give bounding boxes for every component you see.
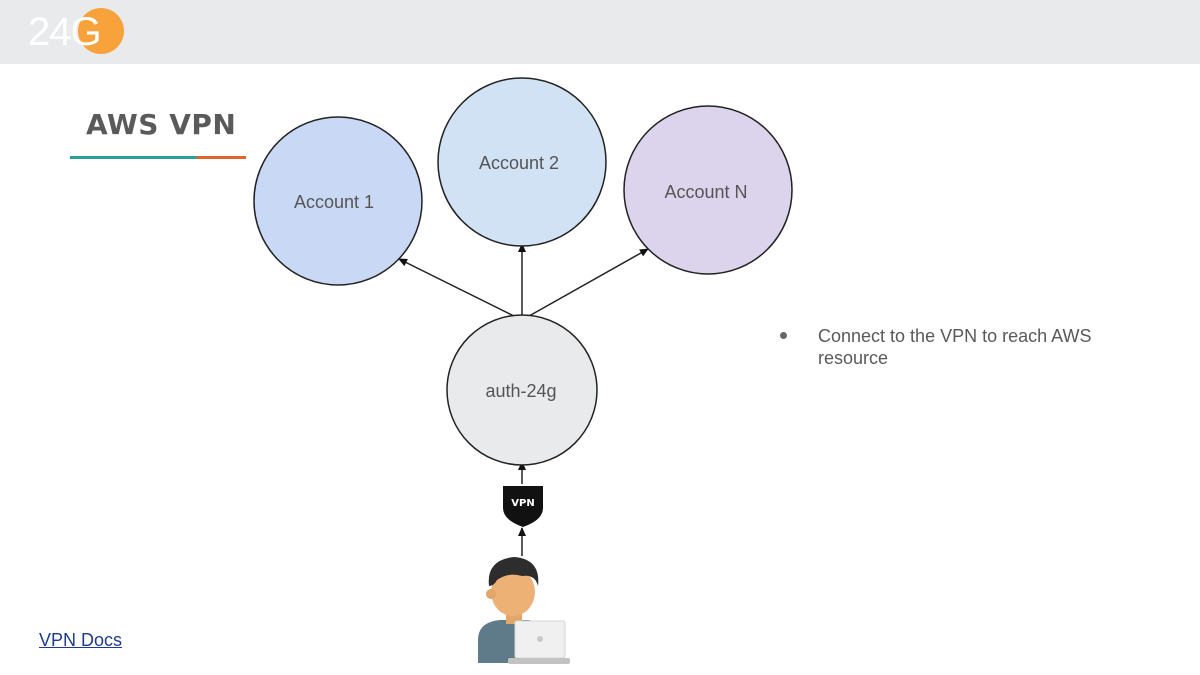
node-account-n: Account N xyxy=(623,105,793,275)
account-n-label: Account N xyxy=(664,182,747,202)
bullet-list: Connect to the VPN to reach AWS resource xyxy=(780,325,1110,369)
edge-auth-to-account-n xyxy=(521,248,649,321)
company-logo: 24G xyxy=(28,4,128,56)
node-account-2: Account 2 xyxy=(437,77,607,247)
bullet-dot xyxy=(780,332,787,339)
user-face xyxy=(491,568,535,616)
shield-label: VPN xyxy=(511,498,534,509)
user-hair xyxy=(488,557,539,586)
edge-auth-to-account-1 xyxy=(398,258,523,321)
user-with-laptop-icon xyxy=(478,557,570,664)
bullet-text: Connect to the VPN to reach AWS resource xyxy=(818,326,1092,368)
logo-circle xyxy=(78,8,124,54)
auth-label: auth-24g xyxy=(485,381,556,401)
header-bar: 24G xyxy=(0,0,1200,64)
logo-text: 24G xyxy=(28,10,102,54)
vpn-docs-link[interactable]: VPN Docs xyxy=(39,630,123,650)
account-1-circle xyxy=(253,116,423,286)
account-2-label: Account 2 xyxy=(479,153,559,173)
node-account-1: Account 1 xyxy=(253,116,423,286)
vpn-shield-icon: VPN xyxy=(503,486,543,527)
account-2-circle xyxy=(437,77,607,247)
slide-title: AWS VPN xyxy=(86,108,237,141)
auth-circle xyxy=(446,314,598,466)
laptop-base xyxy=(508,658,570,664)
laptop-logo xyxy=(537,636,543,642)
account-1-label: Account 1 xyxy=(294,192,374,212)
node-auth-24g: auth-24g xyxy=(446,314,598,466)
account-n-circle xyxy=(623,105,793,275)
title-underline xyxy=(70,156,246,159)
shield-shape xyxy=(503,486,543,527)
user-ear xyxy=(486,589,496,599)
